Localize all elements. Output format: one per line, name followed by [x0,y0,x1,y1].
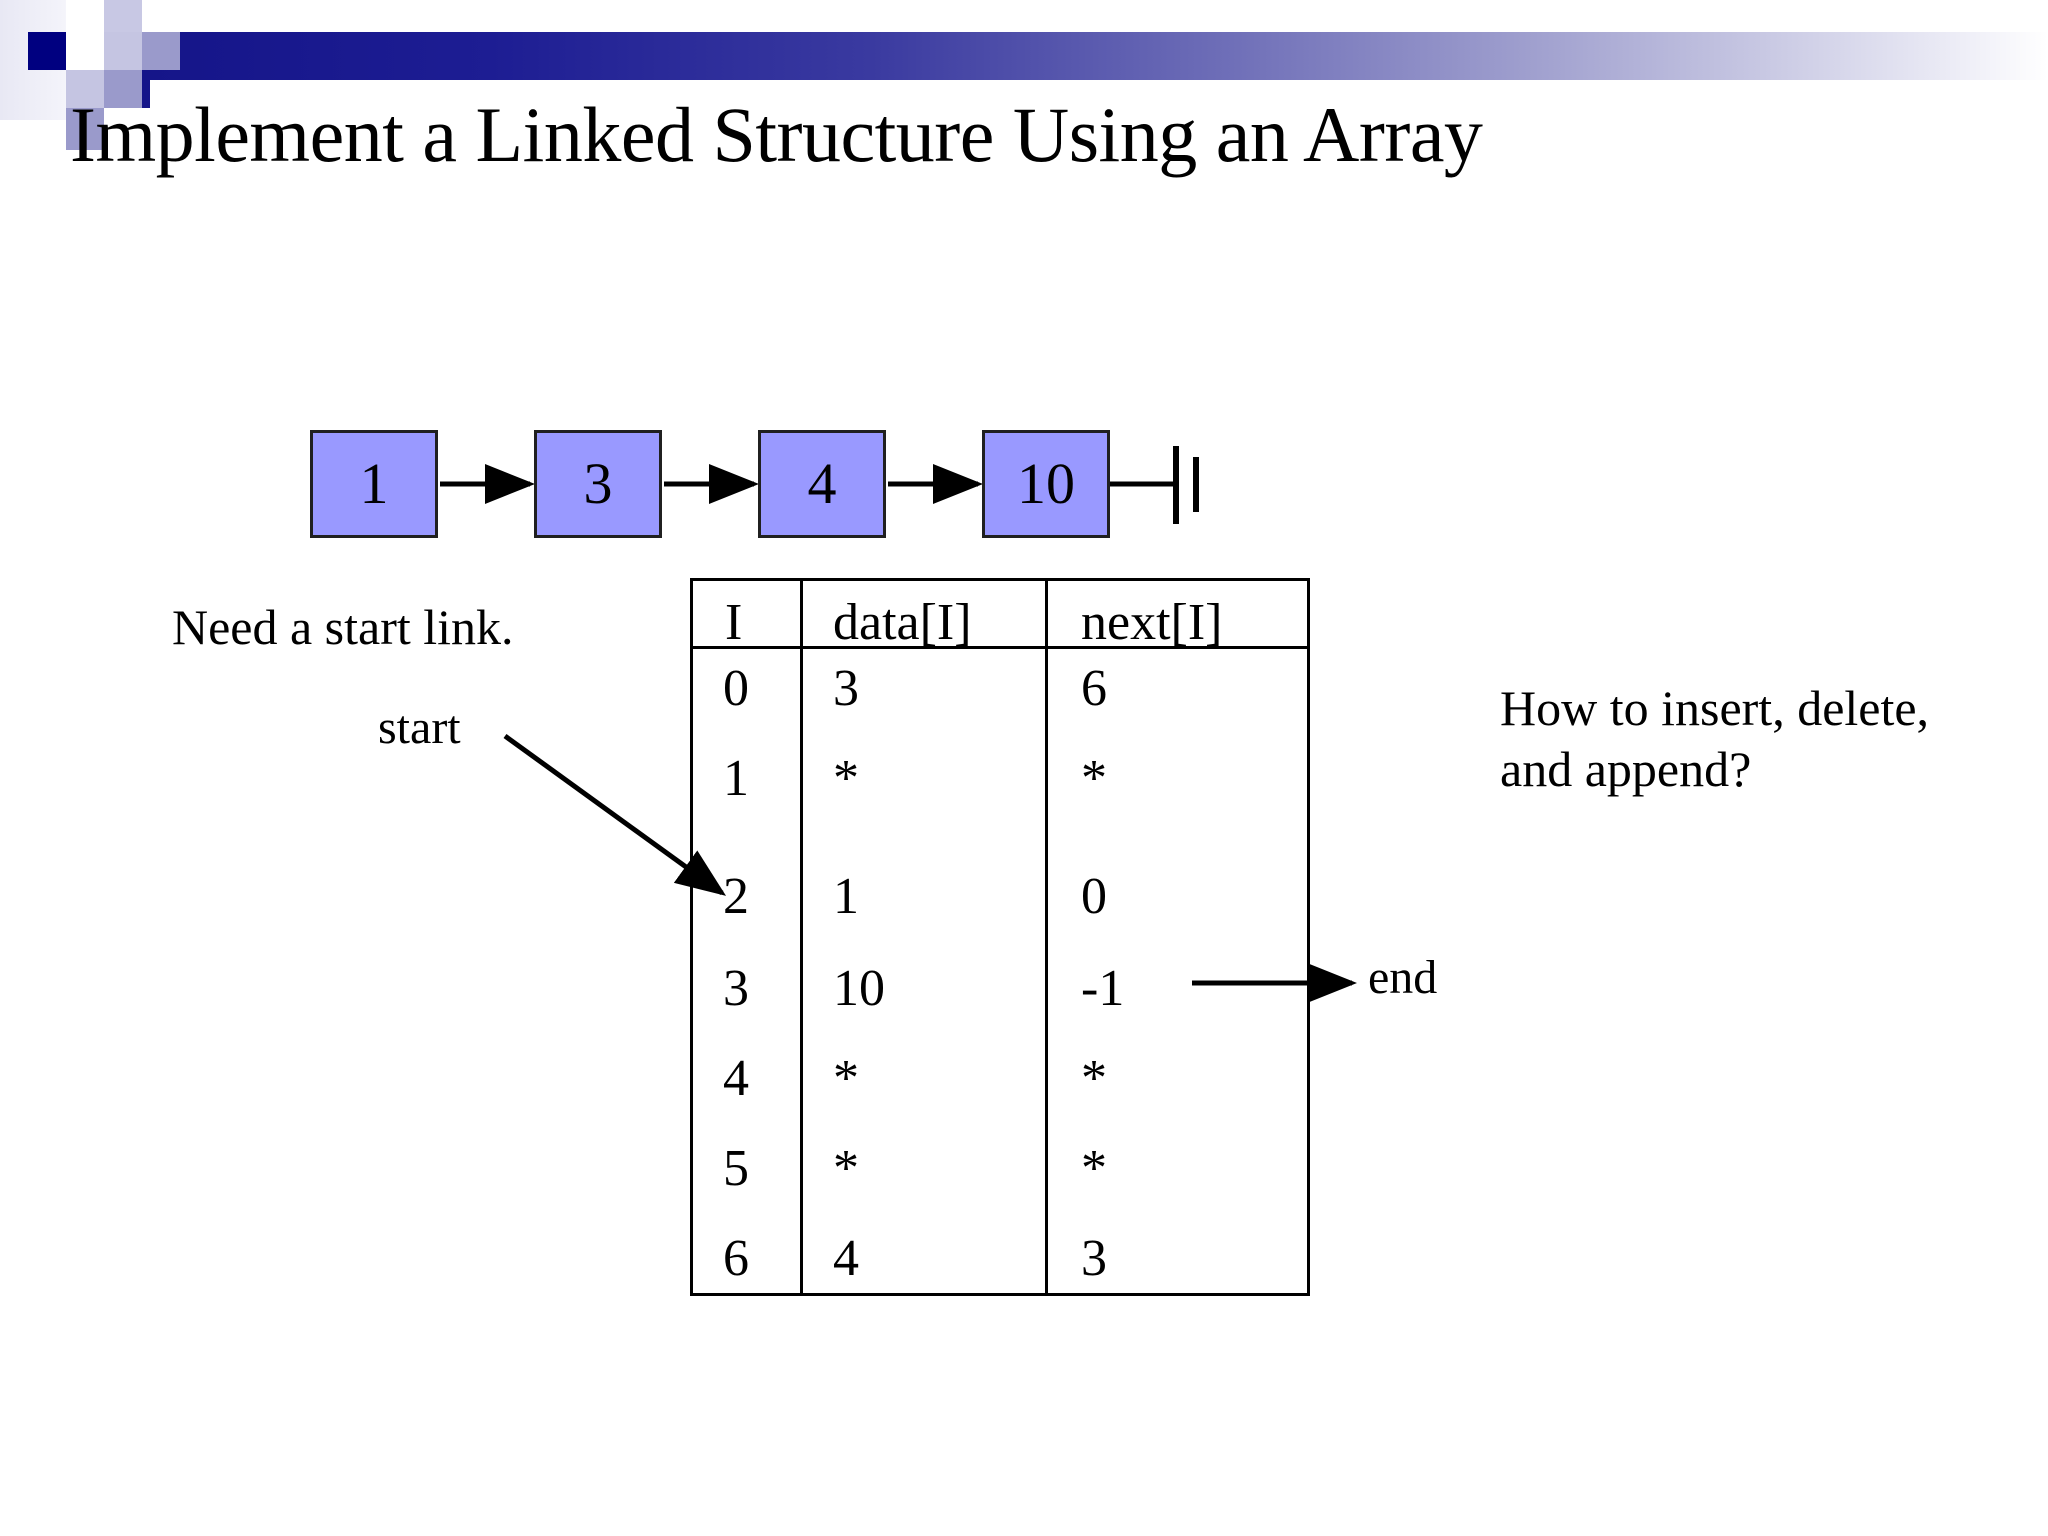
end-label: end [1368,951,1438,1004]
header-accent-square [28,32,66,70]
table-cell-data: 10 [833,960,885,1017]
table-cell-index: 5 [723,1140,749,1197]
need-start-link-note: Need a start link. [172,599,514,655]
table-cell-data: * [833,1140,859,1197]
header-gradient-bar [150,32,2048,80]
header-square-d [104,32,142,70]
page-title: Implement a Linked Structure Using an Ar… [70,91,1483,178]
table-cell-next: 6 [1081,660,1107,717]
table-cell-index: 4 [723,1050,749,1107]
table-cell-next: 0 [1081,868,1107,925]
table-cell-index: 2 [723,868,749,925]
table-cell-index: 3 [723,960,749,1017]
table-cell-index: 0 [723,660,749,717]
table-cell-data: * [833,750,859,807]
table-cell-data: 3 [833,660,859,717]
header-square-f [66,70,104,108]
table-cell-next: * [1081,1050,1107,1107]
question-note: How to insert, delete, and append? [1500,680,1930,797]
table-header-divider [693,646,1307,649]
table-cell-data: 4 [833,1230,859,1287]
table-cell-index: 6 [723,1230,749,1287]
header-square-a [66,0,104,32]
array-table: I data[I] next[I] 0 3 6 1 * * 2 1 0 3 10… [690,578,1310,1296]
table-cell-data: 1 [833,868,859,925]
list-node: 4 [758,430,886,538]
table-cell-next: * [1081,750,1107,807]
header-square-c [66,32,104,70]
list-node: 10 [982,430,1110,538]
table-column-divider-1 [800,581,803,1293]
table-cell-next: * [1081,1140,1107,1197]
table-cell-next: -1 [1081,960,1125,1017]
table-cell-data: * [833,1050,859,1107]
table-cell-next: 3 [1081,1230,1107,1287]
table-header-next: next[I] [1081,594,1223,651]
header-square-g [104,70,142,108]
header-square-h [66,108,104,150]
list-node: 3 [534,430,662,538]
table-header-index: I [725,594,743,651]
table-column-divider-2 [1045,581,1048,1293]
table-header-data: data[I] [833,594,972,651]
header-square-e [142,32,180,70]
start-label: start [378,701,461,754]
list-node: 1 [310,430,438,538]
header-square-b [104,0,142,32]
table-cell-index: 1 [723,750,749,807]
